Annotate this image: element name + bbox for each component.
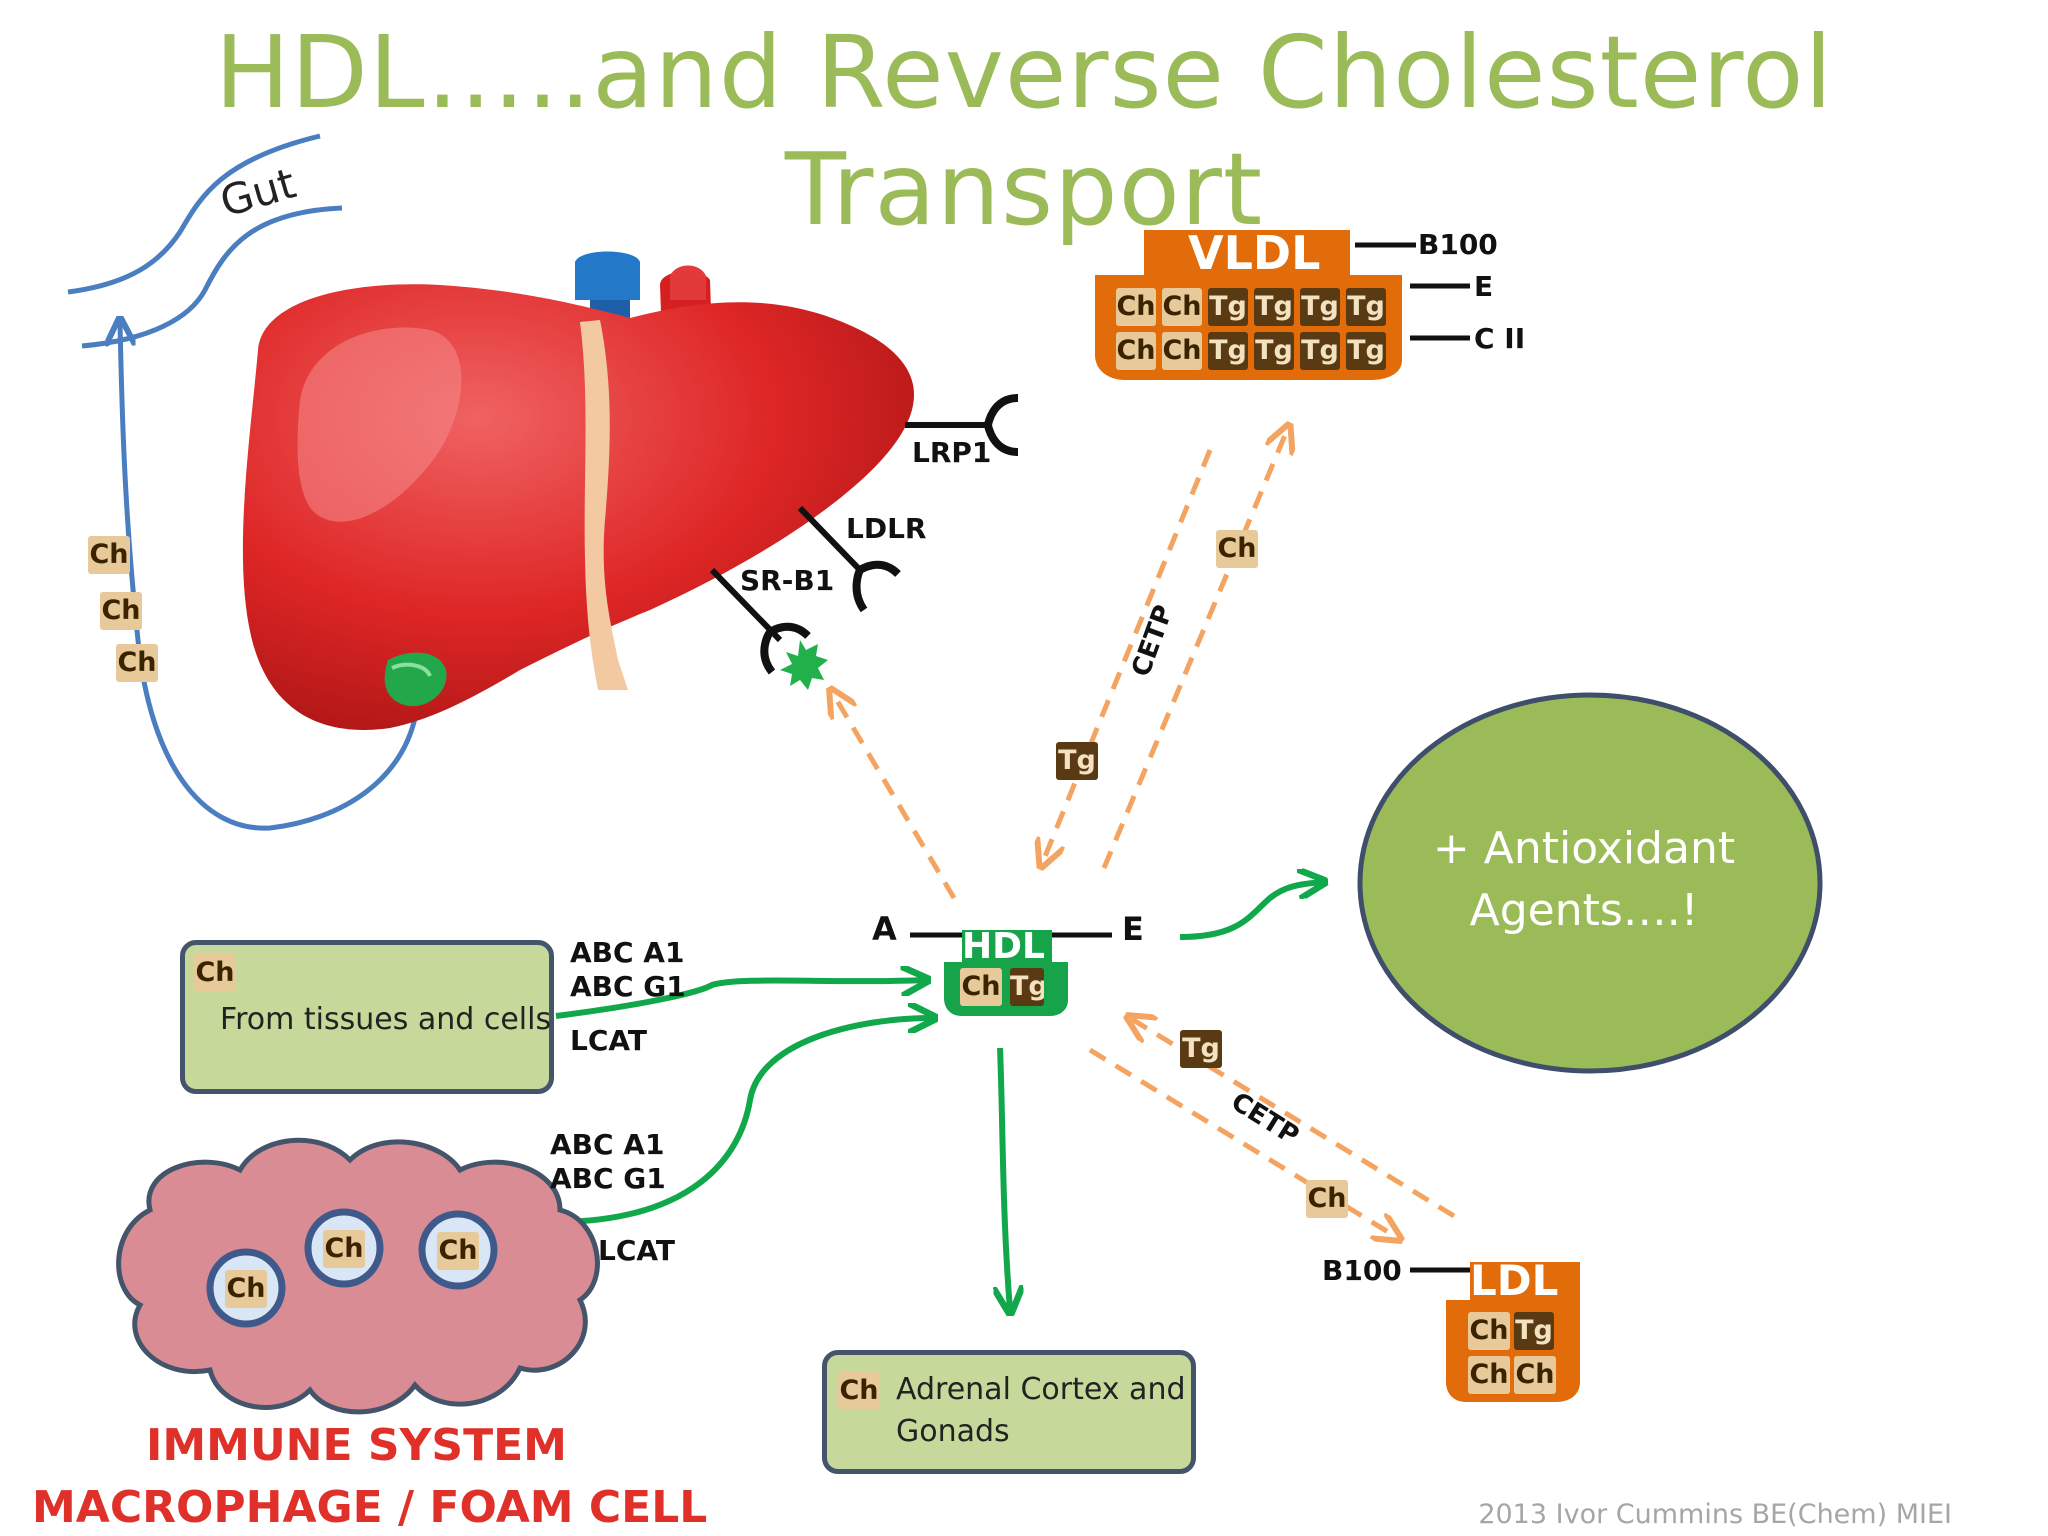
hdl-apo-e-label: E	[1122, 910, 1144, 948]
adrenal-box	[822, 1350, 1196, 1474]
vldl-label: VLDL	[1188, 226, 1321, 280]
enterohepatic-loop-arrow	[120, 322, 421, 831]
srb1-label: SR-B1	[740, 564, 835, 597]
tissues-box	[180, 940, 554, 1094]
macrophage-foam-cell-label: MACROPHAGE / FOAM CELL	[32, 1482, 708, 1533]
hdl-to-antioxidant-arrow	[1179, 882, 1322, 940]
ldlr-label: LDLR	[846, 512, 927, 545]
vldl-tg-chip: Tg	[1208, 332, 1248, 370]
hdl-label: HDL	[962, 926, 1045, 967]
srb1-receptor	[709, 567, 828, 690]
cetp-ldl-tg-chip: Tg	[1180, 1030, 1222, 1068]
tissue-efflux-arrow	[555, 980, 925, 1019]
vldl-ch-chip: Ch	[1162, 288, 1202, 326]
vldl-apo-e-label: E	[1474, 270, 1494, 303]
loop-ch-chip: Ch	[100, 592, 142, 630]
cetp-tg-chip: Tg	[1056, 742, 1098, 780]
ldl-ch-chip: Ch	[1468, 1312, 1510, 1350]
vldl-apo-c2-label: C II	[1474, 322, 1526, 355]
loop-ch-chip: Ch	[116, 644, 158, 682]
macrophage-cell	[116, 1137, 600, 1415]
loop-ch-chip: Ch	[88, 536, 130, 574]
vldl-ch-chip: Ch	[1116, 332, 1156, 370]
hdl-apo-a-label: A	[872, 910, 897, 948]
hdl-to-srb1-arrow	[832, 692, 957, 900]
antioxidant-line2: Agents….!	[1469, 885, 1699, 936]
vldl-tg-chip: Tg	[1208, 288, 1248, 326]
hdl-tg-chip: Tg	[1010, 968, 1044, 1006]
lrp1-receptor	[905, 394, 1019, 456]
ldl-label: LDL	[1470, 1256, 1559, 1305]
credit-text: 2013 Ivor Cummins BE(Chem) MIEI	[1478, 1499, 1952, 1530]
macrophage-abc-a1-label: ABC A1	[550, 1128, 665, 1161]
vldl-apo-b100-label: B100	[1418, 228, 1498, 261]
ldl-apo-b100-label: B100	[1322, 1254, 1402, 1287]
vldl-tg-chip: Tg	[1346, 288, 1386, 326]
gut-outline	[67, 133, 343, 349]
hdl-ch-chip: Ch	[960, 968, 1002, 1006]
liver-illustration	[242, 251, 914, 730]
adrenal-text-line2: Gonads	[896, 1414, 1010, 1449]
tissues-text: From tissues and cells	[220, 1002, 552, 1037]
tissues-lcat-label: LCAT	[570, 1024, 647, 1057]
vldl-ch-chip: Ch	[1162, 332, 1202, 370]
immune-system-label: IMMUNE SYSTEM	[146, 1420, 567, 1471]
vldl-tg-chip: Tg	[1254, 288, 1294, 326]
antioxidant-text: + Antioxidant Agents….!	[1352, 818, 1816, 942]
macrophage-abc-g1-label: ABC G1	[550, 1162, 666, 1195]
lrp1-label: LRP1	[912, 436, 992, 469]
ldl-tg-chip: Tg	[1514, 1312, 1554, 1350]
vldl-tg-chip: Tg	[1346, 332, 1386, 370]
adrenal-ch-chip: Ch	[838, 1372, 880, 1410]
vldl-tg-chip: Tg	[1254, 332, 1294, 370]
tissues-ch-chip: Ch	[194, 954, 236, 992]
page-title: HDL…..and Reverse Cholesterol Transport	[214, 14, 1834, 248]
hdl-to-adrenal-arrow	[1000, 1047, 1010, 1310]
macrophage-lcat-label: LCAT	[598, 1234, 675, 1267]
vldl-ch-chip: Ch	[1116, 288, 1156, 326]
antioxidant-line1: + Antioxidant	[1432, 823, 1736, 874]
antioxidant-circle	[1357, 692, 1823, 1074]
cetp-ch-chip: Ch	[1216, 530, 1258, 568]
tissues-abc-a1-label: ABC A1	[570, 936, 685, 969]
ldlr-receptor	[797, 505, 901, 613]
macrophage-ch-chip: Ch	[225, 1270, 267, 1308]
adrenal-text-line1: Adrenal Cortex and	[896, 1372, 1186, 1407]
tissues-abc-g1-label: ABC G1	[570, 970, 686, 1003]
macrophage-ch-chip: Ch	[437, 1232, 479, 1270]
cetp-exchange-vldl	[1042, 428, 1288, 868]
vldl-tg-chip: Tg	[1300, 332, 1340, 370]
vldl-tg-chip: Tg	[1300, 288, 1340, 326]
cetp-ldl-ch-chip: Ch	[1306, 1180, 1348, 1218]
macrophage-ch-chip: Ch	[323, 1230, 365, 1268]
ldl-ch-chip: Ch	[1468, 1356, 1510, 1394]
macrophage-efflux-arrow	[559, 1018, 932, 1225]
ldl-ch-chip: Ch	[1514, 1356, 1556, 1394]
